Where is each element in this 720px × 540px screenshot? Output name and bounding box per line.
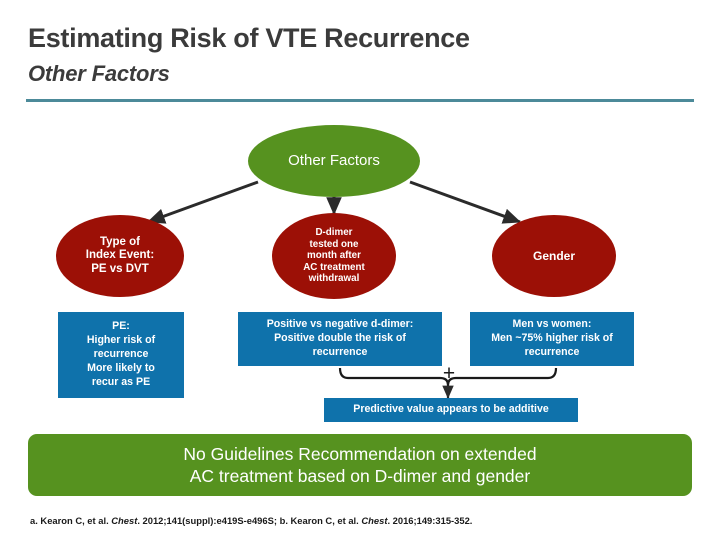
citation-b-suffix: . 2016;149:315-352. [387, 515, 473, 526]
page-title: Estimating Risk of VTE Recurrence [28, 23, 470, 53]
page-subtitle: Other Factors [28, 61, 170, 86]
plus-operator: + [442, 362, 456, 385]
title-divider [26, 99, 694, 102]
citation-footnote: a. Kearon C, et al. Chest. 2012;141(supp… [30, 515, 700, 526]
outcome-ddimer-label: Positive vs negative d-dimer:Positive do… [266, 318, 414, 358]
additive-note-label: Predictive value appears to be additive [353, 403, 549, 416]
outcome-ddimer[interactable]: Positive vs negative d-dimer:Positive do… [238, 312, 442, 366]
node-gender[interactable]: Gender [492, 215, 616, 297]
node-gender-label: Gender [532, 248, 575, 263]
arrow-to-index-event [146, 180, 259, 224]
citation-a-prefix: a. Kearon C, et al. [30, 515, 112, 526]
additive-note[interactable]: Predictive value appears to be additive [324, 398, 578, 422]
node-other-factors-label: Other Factors [288, 152, 380, 170]
citation-a-suffix: . 2012;141(suppl):e419S-e496S; b. Kearon… [137, 515, 362, 526]
citation-b-journal: Chest [361, 515, 388, 526]
arrow-to-gender [409, 180, 522, 224]
citation-a-journal: Chest [111, 515, 138, 526]
conclusion-banner-label: No Guidelines Recommendation on extended… [183, 443, 537, 486]
node-other-factors[interactable]: Other Factors [248, 125, 420, 197]
conclusion-banner: No Guidelines Recommendation on extended… [28, 434, 692, 496]
